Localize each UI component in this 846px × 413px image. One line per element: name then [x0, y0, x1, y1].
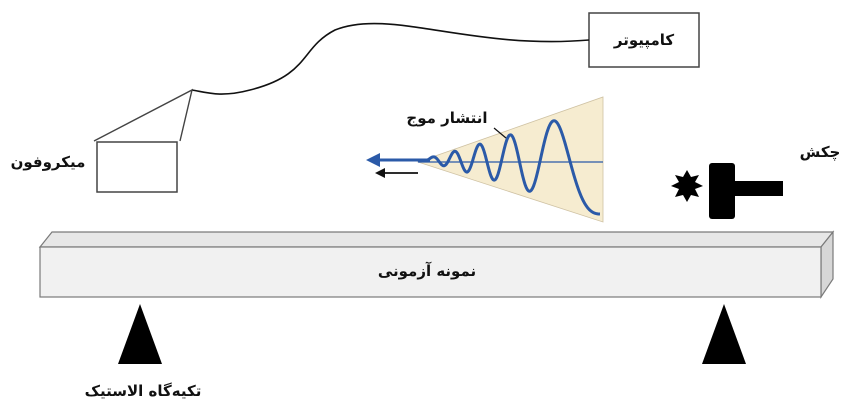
wave-cone	[416, 96, 604, 223]
hammer-label: چکش	[800, 143, 841, 162]
computer-label: کامپیوتر	[613, 31, 675, 50]
microphone-box-icon	[93, 88, 194, 193]
microphone-label: میکروفون	[11, 153, 86, 171]
beam-top-face	[38, 231, 835, 248]
beam-front-face	[39, 246, 822, 298]
wave-arrow-icon	[366, 153, 430, 167]
computer-box-icon	[588, 12, 700, 68]
arrow-left-icon	[375, 168, 418, 178]
cable	[191, 22, 590, 95]
sine-wave-icon	[417, 119, 601, 216]
wave-propagation-label: انتشار موج	[406, 109, 487, 127]
test-specimen-beam	[38, 230, 835, 299]
support-right-icon	[702, 304, 746, 364]
wave-region	[366, 96, 604, 223]
hammer-icon	[709, 163, 783, 219]
support-left-icon	[118, 304, 162, 364]
impact-burst-icon	[671, 170, 703, 202]
test-specimen-label: نمونه آزمونی	[378, 262, 476, 280]
label-pointer	[493, 127, 507, 139]
elastic-support-label: تکیه‌گاه الاستیک	[85, 382, 202, 400]
